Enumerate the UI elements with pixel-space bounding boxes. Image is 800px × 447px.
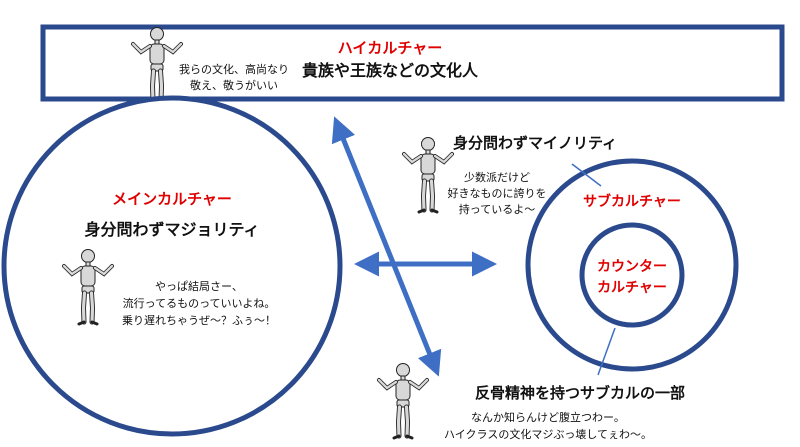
subculture-leader-line — [571, 163, 602, 187]
counterculture-circle — [579, 222, 685, 328]
counterculture-title-line-2: カルチャー — [597, 280, 667, 296]
high-culture-quote-line-1: 我らの文化、高尚なり — [179, 62, 289, 76]
main-culture-circle — [1, 95, 343, 437]
high-culture-quote-line-2: 敬え、敬うがいい — [190, 78, 278, 92]
main-culture-subtitle: 身分問わずマジョリティ — [84, 220, 259, 239]
main-culture-title: メインカルチャー — [112, 190, 232, 208]
counterculture-leader-line — [597, 327, 616, 376]
subculture-caption: 身分問わずマイノリティ — [453, 134, 617, 152]
subculture-quote-line-2: 好きなものに誇りを — [448, 186, 547, 200]
subculture-title: サブカルチャー — [583, 193, 681, 210]
mannequin-figure-icon — [404, 138, 452, 213]
counterculture-quote-line-1: なんか知らんけど腹立つわー。 — [471, 410, 625, 424]
counterculture-quote-line-2: ハイクラスの文化マジぶっ壊してぇわ～。 — [444, 427, 652, 441]
subculture-quote-line-3: 持っているよ～ — [459, 202, 535, 216]
mannequin-figure-icon — [379, 364, 427, 439]
high-culture-frame — [40, 24, 785, 102]
subculture-quote-line-1: 少数派だけど — [464, 171, 530, 184]
high-culture-title: ハイカルチャー — [338, 39, 443, 57]
main-culture-quote-line-1: やっぱ結局さー、 — [155, 279, 243, 293]
main-culture-quote-line-2: 流行ってるものっていいよね。 — [123, 296, 276, 310]
double-headed-arrow-icon — [331, 116, 442, 377]
counterculture-caption: 反骨精神を持つサブカルの一部 — [475, 384, 685, 402]
high-culture-subtitle: 貴族や王族などの文化人 — [302, 61, 479, 80]
counterculture-title-line-1: カウンター — [597, 259, 667, 275]
main-culture-quote-line-3: 乗り遅れちゃうぜ～？ふぅ～！ — [122, 314, 276, 327]
